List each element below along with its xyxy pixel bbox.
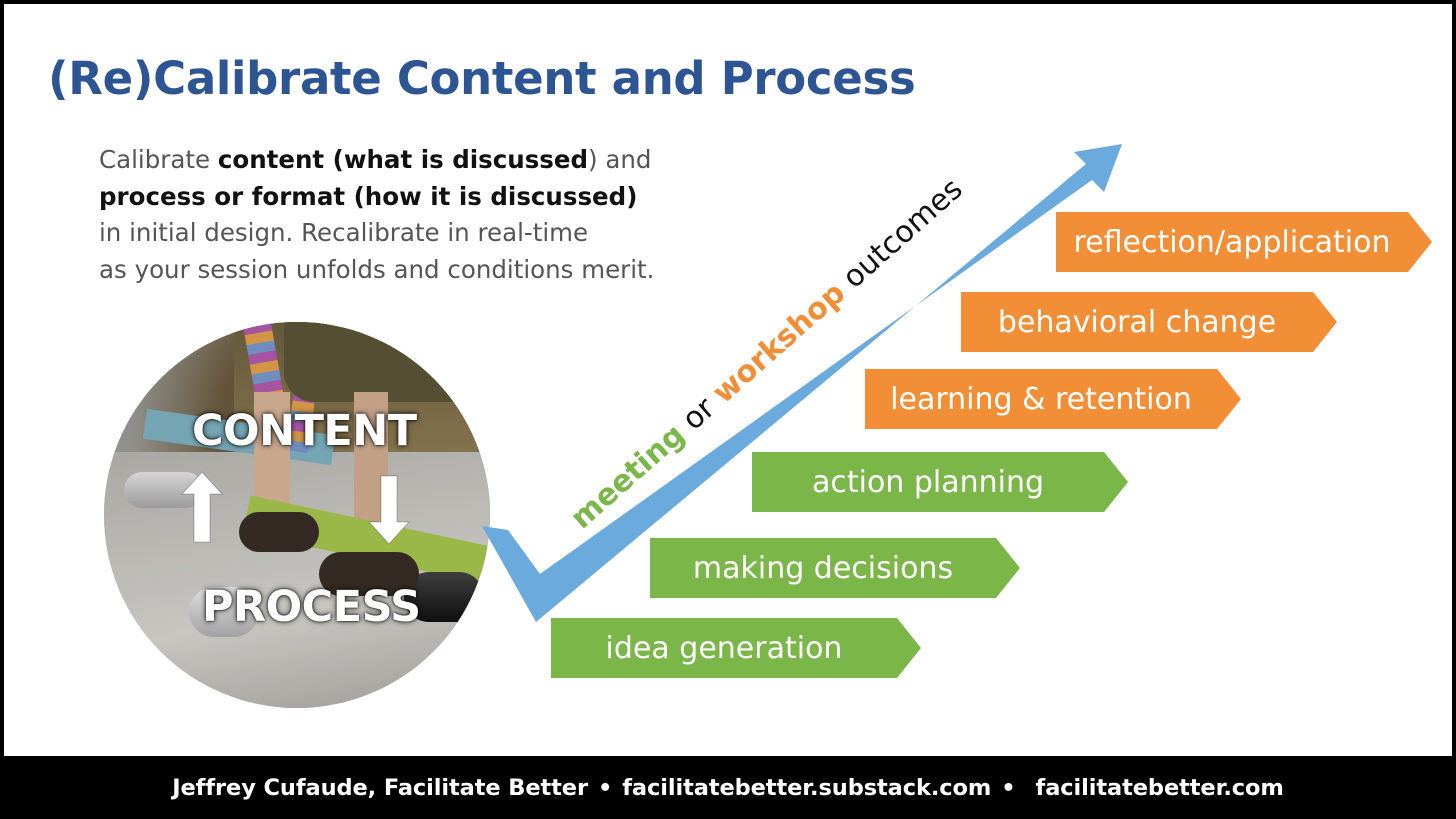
outcome-learning-retention: learning & retention — [865, 369, 1241, 429]
photo-shorts — [284, 322, 490, 402]
content-label: CONTENT — [192, 406, 417, 456]
footer-link-substack[interactable]: facilitatebetter.substack.com — [622, 774, 992, 801]
photo-roller — [189, 587, 259, 637]
description-text: Calibrate content (what is discussed) an… — [99, 142, 739, 288]
outcome-making-decisions: making decisions — [650, 538, 1020, 598]
photo-shade — [104, 322, 490, 708]
outcome-idea-generation: idea generation — [551, 618, 921, 678]
slide-title: (Re)Calibrate Content and Process — [48, 52, 916, 105]
slide: (Re)Calibrate Content and Process Calibr… — [4, 4, 1452, 756]
arrow-down-icon — [367, 475, 411, 545]
balance-board-photo — [104, 322, 490, 708]
photo-shoe — [239, 512, 319, 552]
footer-bullet: • — [1001, 774, 1016, 801]
process-label: PROCESS — [202, 582, 421, 632]
arrow-up-icon — [180, 471, 224, 543]
description-line-1: Calibrate content (what is discussed) an… — [99, 142, 739, 179]
outcome-behavioral-change: behavioral change — [961, 292, 1337, 352]
description-line-3: in initial design. Recalibrate in real-t… — [99, 218, 589, 247]
footer-link-website[interactable]: facilitatebetter.com — [1035, 774, 1284, 801]
footer-bullet: • — [597, 774, 613, 801]
description-line-4: as your session unfolds and conditions m… — [99, 254, 655, 284]
description-line-1-suffix: ) and — [588, 145, 652, 174]
footer-bar: Jeffrey Cufaude, Facilitate Better • fac… — [0, 756, 1456, 819]
description-line-1-prefix: Calibrate — [99, 145, 218, 174]
outcome-action-planning: action planning — [752, 452, 1128, 512]
description-process-bold: process or format (how it is discussed) — [99, 181, 638, 211]
outcomes-trend-arrow — [482, 144, 1122, 622]
diagram-overlay: meeting or workshop outcomes — [180, 144, 1122, 622]
outcome-reflection-application: reflection/application — [1056, 212, 1432, 272]
photo-shoe — [319, 552, 419, 596]
footer-author: Jeffrey Cufaude, Facilitate Better — [172, 774, 588, 801]
description-content-bold: content (what is discussed — [217, 145, 589, 174]
arrow-word-workshop: workshop — [706, 276, 852, 411]
